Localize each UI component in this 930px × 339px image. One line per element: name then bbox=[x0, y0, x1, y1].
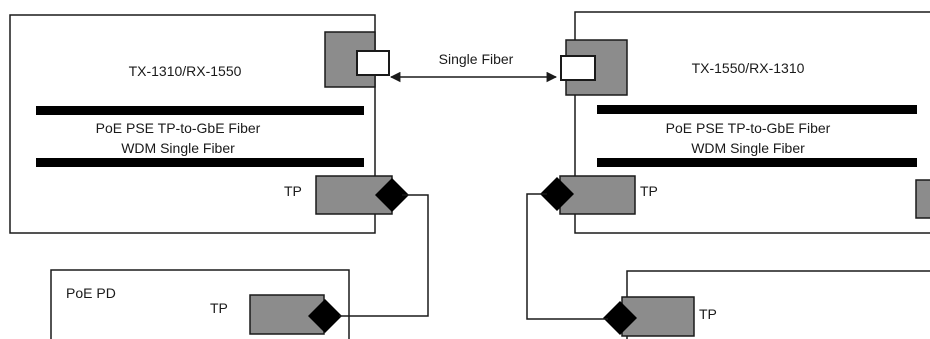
right-lower-bar bbox=[597, 158, 917, 167]
right-description-line1: PoE PSE TP-to-GbE Fiber bbox=[666, 120, 831, 136]
right-powered-device: TP bbox=[603, 270, 930, 339]
right-tp-label: TP bbox=[640, 183, 658, 199]
left-upper-bar bbox=[36, 106, 364, 115]
left-lower-bar bbox=[36, 158, 364, 167]
right-tp-connector-icon bbox=[540, 177, 574, 211]
left-tp-connector-icon bbox=[375, 178, 409, 212]
right-tp-cable bbox=[526, 193, 608, 320]
right-upper-bar bbox=[597, 105, 917, 114]
left-wavelength-label: TX-1310/RX-1550 bbox=[129, 63, 242, 79]
left-description-line1: PoE PSE TP-to-GbE Fiber bbox=[96, 120, 261, 136]
right-converter-partial-port bbox=[915, 179, 930, 219]
left-fiber-connector-icon bbox=[356, 50, 390, 76]
left-converter: TX-1310/RX-1550 PoE PSE TP-to-GbE Fiber … bbox=[9, 14, 409, 234]
left-device-tp-connector-icon bbox=[308, 299, 342, 333]
right-device-tp-port bbox=[621, 296, 695, 337]
right-description-line2: WDM Single Fiber bbox=[691, 140, 805, 156]
right-converter: TX-1550/RX-1310 PoE PSE TP-to-GbE Fiber … bbox=[540, 11, 930, 234]
left-device-title: PoE PD bbox=[66, 285, 116, 301]
single-fiber-label: Single Fiber bbox=[439, 51, 514, 67]
left-powered-device: PoE PD TP bbox=[50, 269, 350, 339]
right-wavelength-label: TX-1550/RX-1310 bbox=[692, 60, 805, 76]
left-tp-label: TP bbox=[284, 183, 302, 199]
right-device-tp-label: TP bbox=[699, 306, 717, 322]
left-description-line2: WDM Single Fiber bbox=[121, 140, 235, 156]
left-tp-cable bbox=[339, 194, 429, 317]
left-converter-enclosure bbox=[9, 14, 376, 234]
left-device-tp-label: TP bbox=[210, 300, 228, 316]
right-device-tp-connector-icon bbox=[603, 301, 637, 335]
right-fiber-connector-icon bbox=[560, 55, 596, 81]
fiber-link: Single Fiber bbox=[389, 51, 558, 83]
